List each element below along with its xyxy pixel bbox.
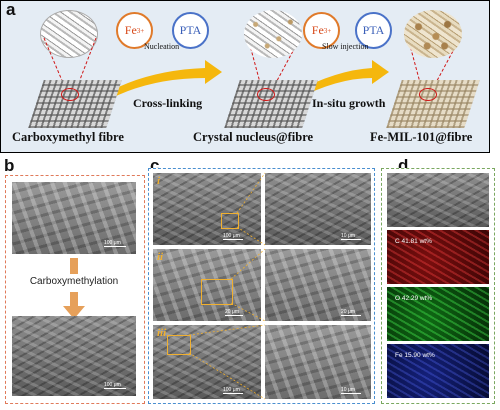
fe-label: Fe bbox=[311, 23, 324, 37]
row-label-i: i bbox=[157, 175, 161, 187]
eds-map-iron: Fe 15.90 wt% bbox=[387, 344, 489, 398]
eds-label-carbon: C 41.81 wt% bbox=[395, 238, 432, 245]
mof-fabric-image bbox=[386, 80, 480, 128]
pta-label: PTA bbox=[362, 23, 385, 37]
panel-letter-c: c bbox=[150, 156, 160, 175]
zoom-connector-lines bbox=[188, 172, 266, 400]
scale-label: 10 μm bbox=[341, 387, 355, 393]
eds-map-carbon: C 41.81 wt% bbox=[387, 230, 489, 284]
scale-label: 100 μm bbox=[223, 387, 240, 393]
fe-charge: 3+ bbox=[323, 26, 332, 35]
slow-injection-label: Slow injection bbox=[322, 42, 369, 51]
zoom-region-box bbox=[201, 279, 233, 305]
panel-letter-d: d bbox=[398, 156, 409, 175]
process-arrow bbox=[41, 258, 107, 320]
pta-label: PTA bbox=[179, 23, 202, 37]
row-label-iii: iii bbox=[157, 327, 167, 339]
caption-fe-mil-101: Fe-MIL-101@fibre bbox=[370, 130, 473, 144]
eds-label-iron: Fe 15.90 wt% bbox=[395, 352, 435, 359]
panel-letter-a: a bbox=[6, 0, 16, 19]
sem-image-raw-fibre: 100 μm bbox=[12, 182, 136, 254]
nucleus-fabric-image bbox=[224, 80, 318, 128]
caption-crystal-nucleus: Crystal nucleus@fibre bbox=[193, 130, 314, 144]
cross-linking-label: Cross-linking bbox=[133, 96, 203, 110]
pta-reagent: PTA bbox=[172, 12, 209, 49]
nucleus-zoom-image bbox=[244, 10, 302, 58]
nucleation-label: Nucleation bbox=[144, 42, 180, 51]
sem-image-eds-region bbox=[387, 173, 489, 227]
eds-label-oxygen: O 42.29 wt% bbox=[395, 295, 433, 302]
arrow-shape bbox=[108, 60, 222, 100]
sem-image-row-iii-left: iii 100 μm bbox=[153, 325, 261, 399]
scale-label: 100 μm bbox=[104, 382, 121, 388]
highlight-circle bbox=[257, 88, 275, 101]
zoom-region-box bbox=[167, 335, 191, 355]
row-label-ii: ii bbox=[157, 251, 164, 263]
fe-charge: 3+ bbox=[136, 26, 145, 35]
sem-image-row-iii-right: 10 μm bbox=[265, 325, 371, 399]
fe-label: Fe bbox=[124, 23, 137, 37]
scale-label: 20 μm bbox=[225, 309, 239, 315]
carboxymethylation-label: Carboxymethylation bbox=[29, 276, 119, 287]
scale-label: 20 μm bbox=[341, 309, 355, 315]
mof-zoom-image bbox=[404, 10, 462, 58]
highlight-circle bbox=[61, 88, 79, 101]
caption-carboxymethyl-fibre: Carboxymethyl fibre bbox=[12, 130, 124, 144]
in-situ-growth-label: In-situ growth bbox=[312, 96, 386, 110]
zoom-region-box bbox=[221, 213, 239, 229]
carboxymethyl-fabric-image bbox=[28, 80, 122, 128]
sem-image-row-i-right: 10 μm bbox=[265, 173, 371, 245]
scale-label: 100 μm bbox=[223, 233, 240, 239]
panel-letter-b: b bbox=[4, 156, 15, 175]
scale-label: 10 μm bbox=[341, 233, 355, 239]
fibre-zoom-image bbox=[40, 10, 98, 58]
eds-map-oxygen: O 42.29 wt% bbox=[387, 287, 489, 341]
panel-c-frame: i 100 μm 10 μm ii 20 μm 20 μm iii 100 μm… bbox=[148, 168, 375, 404]
highlight-circle bbox=[419, 88, 437, 101]
sem-image-carboxymethyl-fibre: 100 μm bbox=[12, 316, 136, 396]
sem-image-row-ii-right: 20 μm bbox=[265, 249, 371, 321]
panel-d-frame: C 41.81 wt% O 42.29 wt% Fe 15.90 wt% bbox=[381, 168, 495, 404]
scale-label: 100 μm bbox=[104, 240, 121, 246]
pta-reagent: PTA bbox=[355, 12, 392, 49]
sem-image-row-i-left: i 100 μm bbox=[153, 173, 261, 245]
panel-b-frame: 100 μm Carboxymethylation 100 μm bbox=[5, 175, 145, 404]
